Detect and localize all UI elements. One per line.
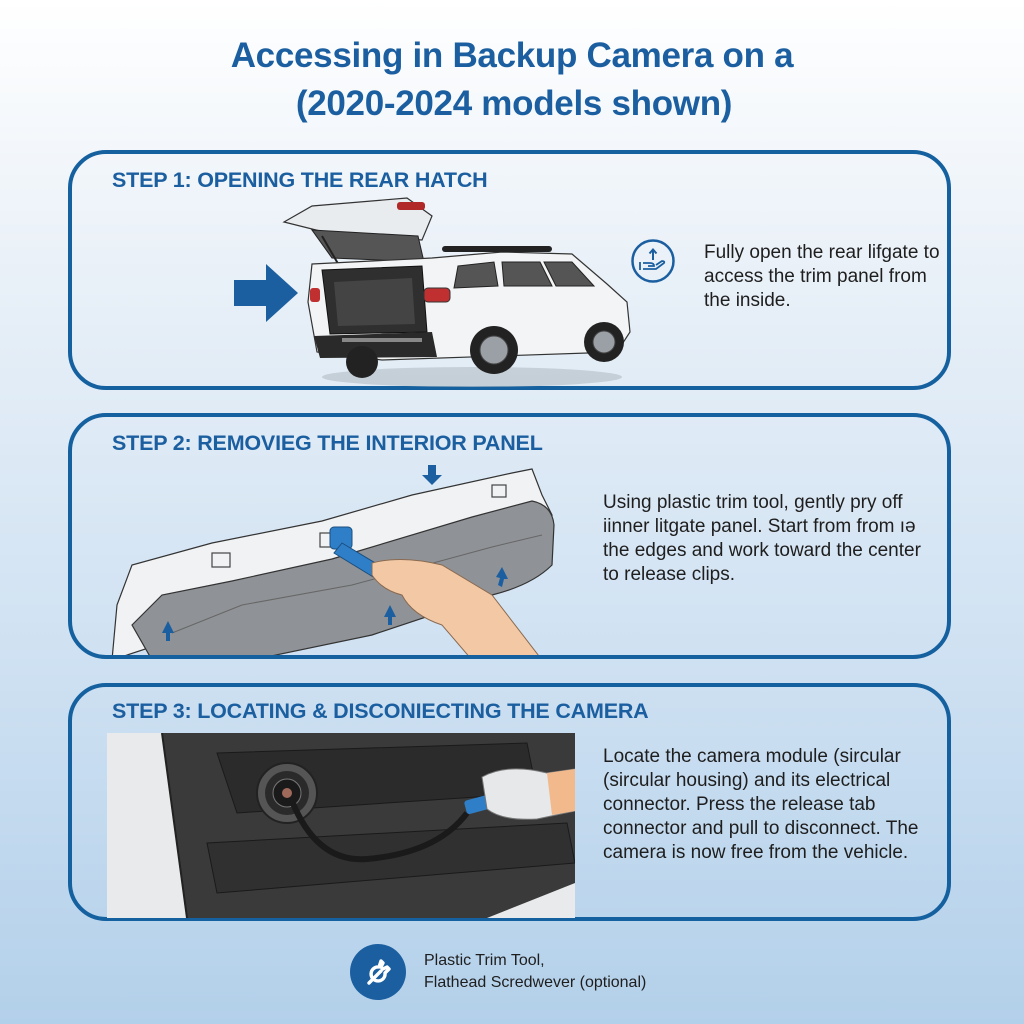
- suv-rear-hatch-illustration: [234, 197, 631, 387]
- title-line-1: Accessing in Backup Camera on a: [230, 36, 794, 75]
- tools-list: Plastic Trim Tool, Flathead Scredwever (…: [424, 950, 646, 994]
- title-line-2: (2020-2024 models shown): [295, 84, 733, 123]
- right-arrow-icon: [234, 264, 298, 322]
- tool-line-1: Plastic Trim Tool,: [424, 952, 545, 969]
- trim-panel-illustration: [111, 465, 555, 655]
- step-3-panel: STEP 3: LOCATING & DISCONIECTING THE CAM…: [68, 683, 951, 921]
- hand-lift-icon: [631, 239, 675, 283]
- tools-required: Plastic Trim Tool, Flathead Scredwever (…: [350, 944, 646, 1000]
- step-2-title: STEP 2: REMOVIEG THE INTERIOR PANEL: [112, 431, 543, 455]
- tool-line-2: Flathead Scredwever (optional): [424, 974, 647, 991]
- step-2-panel: STEP 2: REMOVIEG THE INTERIOR PANEL Usin…: [68, 413, 951, 659]
- camera-connector-illustration: [107, 733, 575, 918]
- step-3-title: STEP 3: LOCATING & DISCONIECTING THE CAM…: [112, 699, 649, 723]
- step-2-description: Using plastic trim tool, gently pry off …: [603, 492, 921, 585]
- wrench-icon: [350, 944, 406, 1000]
- step-3-description: Locate the camera module (sircular (sirc…: [603, 746, 919, 863]
- push-arrows-icon: [162, 465, 508, 641]
- step-1-description: Fully open the rear lifgate to access th…: [704, 242, 940, 311]
- page-title: Accessing in Backup Camera on a (2020-20…: [0, 32, 1024, 128]
- step-1-title: STEP 1: OPENING THE REAR HATCH: [112, 168, 488, 192]
- step-1-panel: STEP 1: OPENING THE REAR HATCH: [68, 150, 951, 390]
